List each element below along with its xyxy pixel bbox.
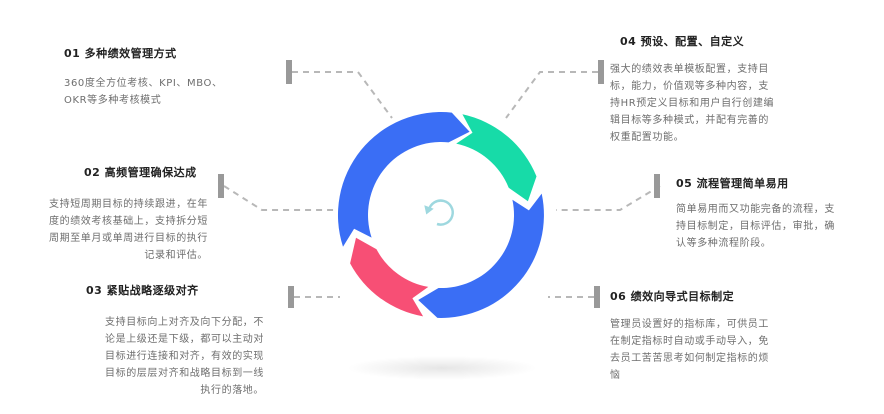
refresh-icon — [424, 199, 454, 226]
feature-01-title: 01 多种绩效管理方式 — [64, 47, 177, 60]
marker-05 — [654, 174, 660, 198]
feature-03-line-4: 目标的层层对齐和战略目标到一线 — [105, 368, 264, 379]
cycle-arrow-blue-left — [337, 112, 470, 247]
feature-02-desc: 支持短周期目标的持续跟进，在年 度的绩效考核基础上，支持拆分短 周期至单月或单周… — [18, 196, 208, 264]
feature-01-line-1: 360度全方位考核、KPI、MBO、 — [64, 78, 223, 89]
connector-05 — [556, 185, 661, 211]
feature-05-line-2: 持目标制定，目标评估，审批，确 — [676, 221, 835, 232]
feature-06-title: 06 绩效向导式目标制定 — [610, 290, 735, 303]
feature-01-desc: 360度全方位考核、KPI、MBO、 OKR等多种考核模式 — [64, 75, 223, 109]
feature-04-title: 04 预设、配置、自定义 — [620, 35, 745, 48]
cycle-arrow-green — [456, 114, 537, 202]
feature-03-line-2: 论是上级还是下级，都可以主动对 — [105, 334, 264, 345]
feature-06-desc: 管理员设置好的指标库，可供员工 在制定指标时自动或手动导入，免 去员工苦苦思考如… — [610, 316, 769, 384]
feature-06-line-3: 去员工苦苦思考如何制定指标的烦 — [610, 353, 769, 364]
feature-02-line-3: 周期至单月或单周进行目标的执行 — [49, 233, 208, 244]
feature-04-line-4: 辑目标等多种模式，并配有完善的 — [610, 115, 769, 126]
feature-02-line-4: 记录和评估。 — [144, 250, 208, 261]
feature-06-line-1: 管理员设置好的指标库，可供员工 — [610, 319, 769, 330]
feature-06-line-4: 恼 — [610, 370, 621, 381]
feature-02-line-1: 支持短周期目标的持续跟进，在年 — [49, 199, 208, 210]
feature-03-line-3: 目标进行连接和对齐，有效的实现 — [105, 351, 264, 362]
feature-01: 01 多种绩效管理方式 360度全方位考核、KPI、MBO、 OKR等多种考核模… — [64, 47, 223, 109]
feature-01-line-2: OKR等多种考核模式 — [64, 95, 162, 106]
feature-06: 06 绩效向导式目标制定 管理员设置好的指标库，可供员工 在制定指标时自动或手动… — [610, 290, 769, 384]
feature-04-line-3: 持HR预定义目标和用户自行创建编 — [610, 98, 775, 109]
marker-01 — [286, 60, 292, 84]
feature-03-desc: 支持目标向上对齐及向下分配，不 论是上级还是下级，都可以主动对 目标进行连接和对… — [14, 314, 264, 399]
marker-04 — [598, 60, 604, 84]
feature-05-desc: 简单易用而又功能完备的流程，支 持目标制定，目标评估，审批，确 认等多种流程阶段… — [676, 201, 835, 252]
cycle-arrow-blue-right — [418, 193, 544, 318]
cycle-arrow-red — [350, 237, 429, 317]
feature-04-line-5: 权重配置功能。 — [610, 132, 685, 143]
connector-04 — [505, 71, 598, 119]
connector-01 — [292, 71, 393, 119]
marker-03 — [288, 286, 294, 308]
marker-02 — [218, 174, 224, 198]
feature-05-title: 05 流程管理简单易用 — [676, 177, 789, 190]
feature-03: 03 紧贴战略逐级对齐 支持目标向上对齐及向下分配，不 论是上级还是下级，都可以… — [14, 284, 264, 399]
feature-05-line-1: 简单易用而又功能完备的流程，支 — [676, 204, 835, 215]
feature-02-line-2: 度的绩效考核基础上，支持拆分短 — [49, 216, 208, 227]
feature-05-line-3: 认等多种流程阶段。 — [676, 238, 772, 249]
feature-03-title: 03 紧贴战略逐级对齐 — [86, 284, 199, 297]
connector-02 — [223, 185, 334, 211]
feature-02: 02 高频管理确保达成 支持短周期目标的持续跟进，在年 度的绩效考核基础上，支持… — [18, 166, 208, 264]
feature-03-line-5: 执行的落地。 — [200, 385, 264, 396]
marker-06 — [594, 286, 600, 308]
feature-04-line-1: 强大的绩效表单模板配置，支持目 — [610, 64, 769, 75]
feature-05: 05 流程管理简单易用 简单易用而又功能完备的流程，支 持目标制定，目标评估，审… — [676, 177, 835, 252]
feature-04: 04 预设、配置、自定义 强大的绩效表单模板配置，支持目 标，能力，价值观等多种… — [610, 35, 774, 146]
feature-04-desc: 强大的绩效表单模板配置，支持目 标，能力，价值观等多种内容，支 持HR预定义目标… — [610, 61, 774, 146]
ring-shadow — [347, 356, 537, 380]
feature-06-line-2: 在制定指标时自动或手动导入，免 — [610, 336, 769, 347]
feature-02-title: 02 高频管理确保达成 — [84, 166, 197, 179]
feature-03-line-1: 支持目标向上对齐及向下分配，不 — [105, 317, 264, 328]
feature-04-line-2: 标，能力，价值观等多种内容，支 — [610, 81, 769, 92]
